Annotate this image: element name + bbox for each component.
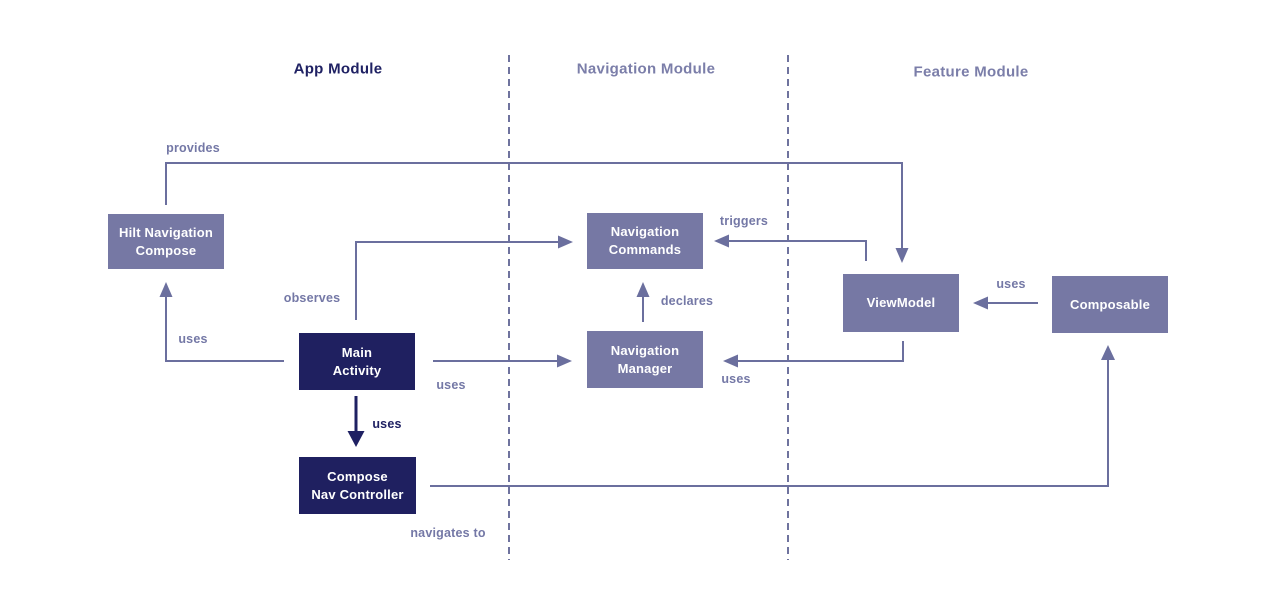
edge-label-uses-composable: uses [996, 277, 1026, 291]
node-hilt-navigation-compose: Hilt Navigation Compose [108, 214, 224, 269]
edge-provides-arrowhead [895, 248, 909, 263]
edge-uses-hilt [165, 297, 284, 362]
module-heading-app: App Module [293, 60, 383, 78]
node-label-line: Navigation [610, 342, 680, 358]
edge-label-observes: observes [283, 291, 341, 305]
node-label-line: Activity [332, 362, 382, 378]
edge-label-triggers: triggers [719, 214, 769, 228]
node-label-line: Manager [617, 360, 673, 376]
edge-provides [165, 162, 903, 248]
edge-label-uses-cnc: uses [372, 417, 402, 431]
node-label-line: Commands [608, 242, 682, 257]
edge-uses-vm-navmgr-arrowhead [723, 354, 738, 368]
edge-observes-arrowhead [558, 235, 573, 249]
edge-label-provides: provides [166, 141, 220, 155]
node-label-line: Navigation [610, 224, 680, 239]
node-navigation-manager: Navigation Manager [587, 331, 703, 388]
node-label-line: Composable [1069, 296, 1150, 312]
node-label-line: Main [341, 344, 373, 360]
edge-uses-composable-arrowhead [973, 296, 988, 310]
edge-label-uses-hilt: uses [178, 332, 208, 346]
edge-uses-navmgr-arrowhead [557, 354, 572, 368]
edge-declares-arrowhead [636, 282, 650, 297]
edge-navigates-to [430, 360, 1109, 487]
edge-label-declares: declares [660, 294, 714, 308]
edge-label-navigates-to: navigates to [410, 526, 486, 540]
edge-label-uses-navmgr: uses [436, 378, 466, 392]
node-label-line: Nav Controller [311, 486, 404, 502]
node-viewmodel: ViewModel [843, 274, 959, 332]
node-composable: Composable [1052, 276, 1168, 333]
edge-uses-hilt-arrowhead [159, 282, 173, 297]
node-label-line: Compose [135, 242, 197, 258]
module-heading-navigation: Navigation Module [576, 60, 716, 78]
edge-label-uses-vm-navmgr: uses [721, 372, 751, 386]
edge-uses-cnc-arrowhead [347, 431, 365, 447]
node-label-line: ViewModel [866, 295, 936, 310]
node-compose-nav-controller: Compose Nav Controller [299, 457, 416, 514]
node-navigation-commands: Navigation Commands [587, 213, 703, 269]
edge-observes [355, 241, 558, 320]
edge-navigates-to-arrowhead [1101, 345, 1115, 360]
node-main-activity: Main Activity [299, 333, 415, 390]
edge-triggers [729, 240, 867, 261]
edge-uses-vm-navmgr [738, 341, 904, 362]
node-label-line: Compose [327, 468, 388, 484]
module-heading-feature: Feature Module [913, 63, 1029, 81]
node-label-line: Hilt Navigation [118, 224, 213, 240]
edge-triggers-arrowhead [714, 234, 729, 248]
